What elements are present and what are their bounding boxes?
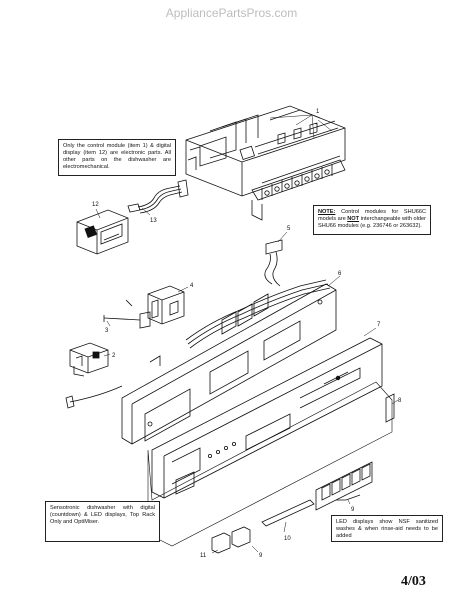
callout-7: 7 <box>377 322 381 328</box>
callout-5: 5 <box>287 226 291 232</box>
callout-12: 12 <box>92 202 99 208</box>
callout-8: 8 <box>398 398 402 404</box>
callout-11: 11 <box>200 553 207 559</box>
callout-1: 1 <box>316 109 320 115</box>
panel-trim-part <box>385 393 395 423</box>
callout-3: 3 <box>105 328 109 334</box>
led-note: LED displays show NSF sanitized washes &… <box>331 515 443 542</box>
digital-display-part <box>76 209 129 255</box>
callout-10: 10 <box>284 536 291 542</box>
sensotronic-note: Sensotronic dishwasher with digital (cou… <box>45 501 160 542</box>
strip-part <box>261 499 315 527</box>
note-not: NOT <box>347 216 360 222</box>
note-rest: interchangeable with older SHU66 modules… <box>318 216 426 229</box>
inner-panel-part <box>65 279 337 445</box>
control-module-part <box>185 105 346 221</box>
note-text: Control modules for SHU66C models are <box>318 209 426 222</box>
callout-13: 13 <box>150 218 157 224</box>
callout-6: 6 <box>338 271 342 277</box>
callout-9a: 9 <box>351 507 355 513</box>
date-code: 4/03 <box>401 574 426 589</box>
callout-9b: 9 <box>259 553 263 559</box>
wire-connector-part <box>264 239 283 287</box>
callout-4: 4 <box>190 283 194 289</box>
note-label: NOTE: <box>318 209 336 215</box>
interchange-note: NOTE: Control modules for SHU66C models … <box>313 205 431 235</box>
switch-block-part <box>69 342 109 377</box>
led-display-part <box>315 461 373 511</box>
switch-part <box>139 285 185 329</box>
control-module-note: Only the control module (item 1) & digit… <box>58 139 176 176</box>
control-panel-part <box>151 337 383 499</box>
buttons-part <box>211 526 251 554</box>
callout-2: 2 <box>112 353 116 359</box>
watermark: AppliancePartsPros.com <box>165 6 298 20</box>
rod-part <box>103 299 141 322</box>
ribbon-cable-part <box>127 179 189 214</box>
